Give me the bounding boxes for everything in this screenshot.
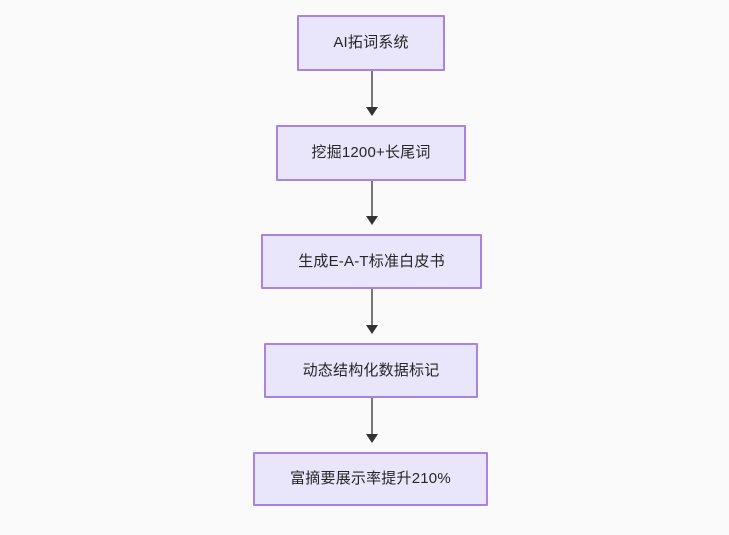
edge-n4-n5 [366, 398, 378, 443]
arrowhead-icon [366, 216, 378, 225]
node-label: 挖掘1200+长尾词 [311, 144, 431, 161]
flowchart-node-longtail-keywords[interactable]: 挖掘1200+长尾词 [276, 125, 466, 181]
flowchart-node-ai-keyword-system[interactable]: AI拓词系统 [297, 15, 445, 71]
node-label: 富摘要展示率提升210% [290, 470, 451, 487]
edge-n1-n2 [366, 71, 378, 116]
edge-line [371, 181, 373, 217]
node-label: 动态结构化数据标记 [302, 361, 440, 379]
flowchart-node-structured-data-markup[interactable]: 动态结构化数据标记 [264, 343, 478, 398]
edge-line [371, 398, 373, 435]
arrowhead-icon [366, 107, 378, 116]
flowchart-node-rich-snippet-result[interactable]: 富摘要展示率提升210% [253, 452, 488, 506]
node-label: 生成E-A-T标准白皮书 [298, 252, 445, 270]
arrowhead-icon [366, 325, 378, 334]
arrowhead-icon [366, 434, 378, 443]
flowchart-node-eat-whitepaper[interactable]: 生成E-A-T标准白皮书 [261, 234, 482, 289]
node-label: AI拓词系统 [333, 34, 409, 51]
edge-line [371, 71, 373, 108]
edge-n3-n4 [366, 289, 378, 334]
edge-line [371, 289, 373, 326]
edge-n2-n3 [366, 181, 378, 225]
